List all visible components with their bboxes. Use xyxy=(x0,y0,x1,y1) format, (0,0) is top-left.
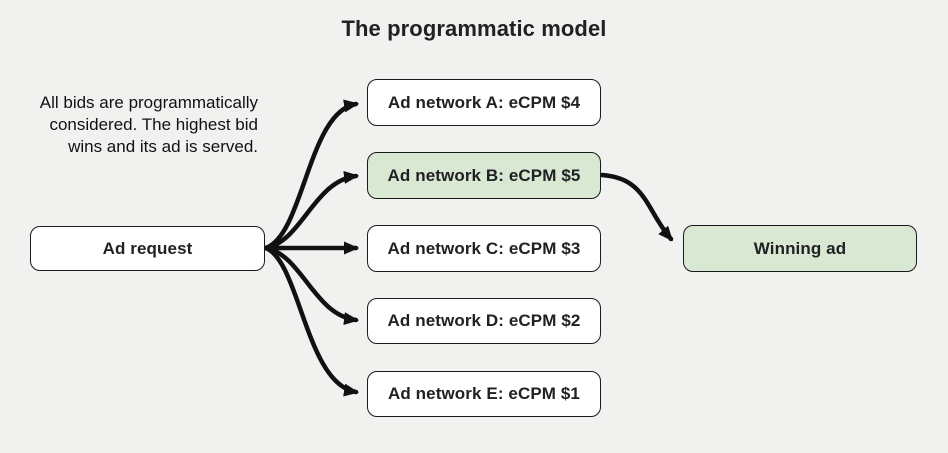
description-text: All bids are programmatically considered… xyxy=(8,92,258,158)
description-line: All bids are programmatically xyxy=(39,93,258,112)
arrow-request-to-network-a xyxy=(263,99,359,251)
ad-network-c-box: Ad network C: eCPM $3 xyxy=(367,225,601,272)
description-line: wins and its ad is served. xyxy=(68,136,258,156)
ad-network-b-label: Ad network B: eCPM $5 xyxy=(387,165,581,185)
ad-network-e-box: Ad network E: eCPM $1 xyxy=(367,371,601,417)
arrow-request-to-network-e xyxy=(263,245,359,397)
diagram-title: The programmatic model xyxy=(341,16,607,41)
ad-network-c-label: Ad network C: eCPM $3 xyxy=(387,238,581,258)
ad-network-e-label: Ad network E: eCPM $1 xyxy=(388,384,580,403)
ad-request-label: Ad request xyxy=(102,238,193,258)
ad-request-box: Ad request xyxy=(30,226,265,271)
ad-network-b-box: Ad network B: eCPM $5 xyxy=(367,152,601,199)
ad-network-a-label: Ad network A: eCPM $4 xyxy=(387,92,581,112)
arrow-request-to-network-b xyxy=(263,170,359,251)
ad-network-a-box: Ad network A: eCPM $4 xyxy=(367,79,601,126)
winning-ad-box: Winning ad xyxy=(683,225,917,272)
arrow-request-to-network-d xyxy=(263,245,359,326)
ad-network-d-box: Ad network D: eCPM $2 xyxy=(367,298,601,344)
arrow-network-b-to-winning-ad xyxy=(599,172,674,242)
ad-network-d-label: Ad network D: eCPM $2 xyxy=(387,311,581,330)
winning-ad-label: Winning ad xyxy=(753,238,847,258)
description-line: considered. The highest bid xyxy=(49,114,258,134)
